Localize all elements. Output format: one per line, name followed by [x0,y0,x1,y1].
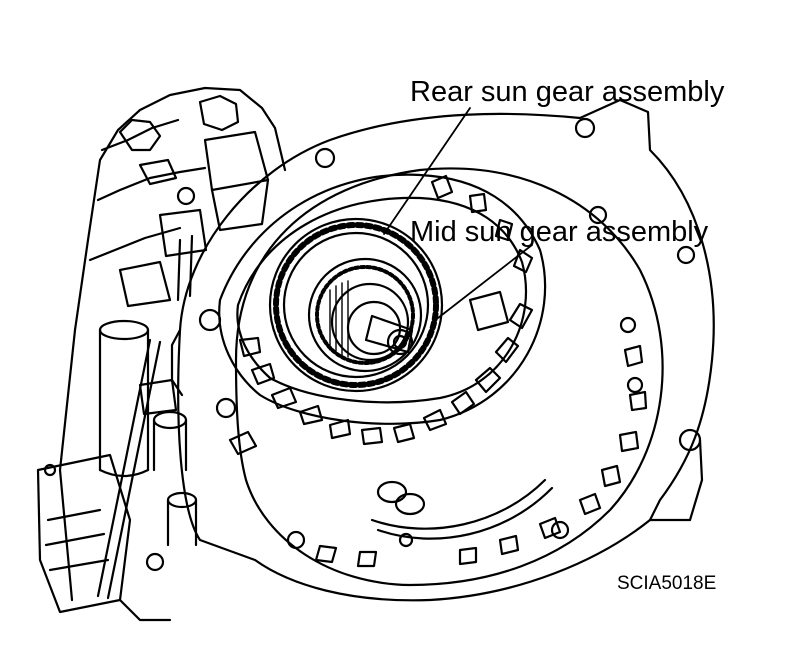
case-left-side [36,86,287,622]
mid-sun-gear-leader [437,244,533,319]
right-slots [314,344,648,568]
shaft [364,314,414,356]
mid-sun-gear [307,257,423,373]
leader-lines [383,107,533,319]
figure-id: SCIA5018E [617,573,717,594]
callout-rear-sun-gear: Rear sun gear assembly [410,76,725,108]
callout-mid-sun-gear: Mid sun gear assembly [410,216,709,248]
rear-sun-gear-leader [383,107,471,235]
lower-features [370,478,554,540]
clutch-ring [218,173,547,456]
rear-sun-gear [268,217,444,393]
case-flange [170,98,715,602]
